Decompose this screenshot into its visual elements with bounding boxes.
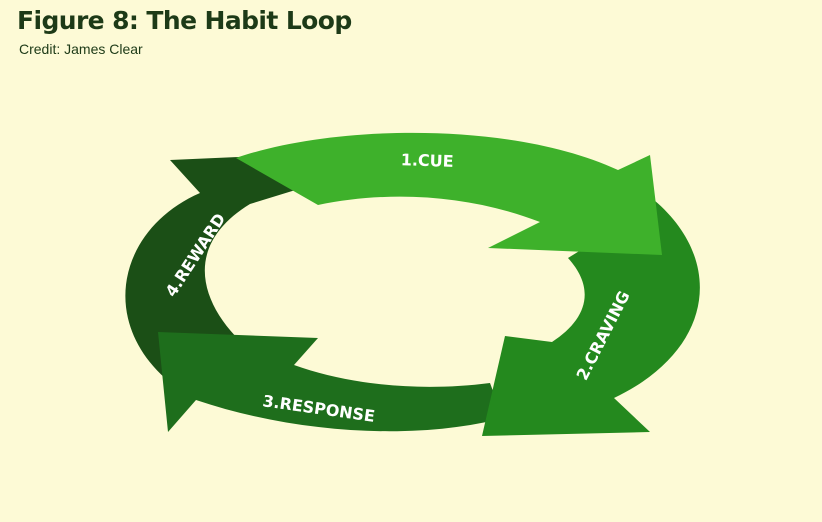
craving-arrow [482,200,700,436]
reward-arrow [125,153,331,390]
response-arrow [158,332,503,432]
cue-arrow [236,132,662,255]
cue-label: 1.CUE [400,150,454,171]
figure-title: Figure 8: The Habit Loop [17,6,352,35]
figure-credit: Credit: James Clear [19,41,143,57]
